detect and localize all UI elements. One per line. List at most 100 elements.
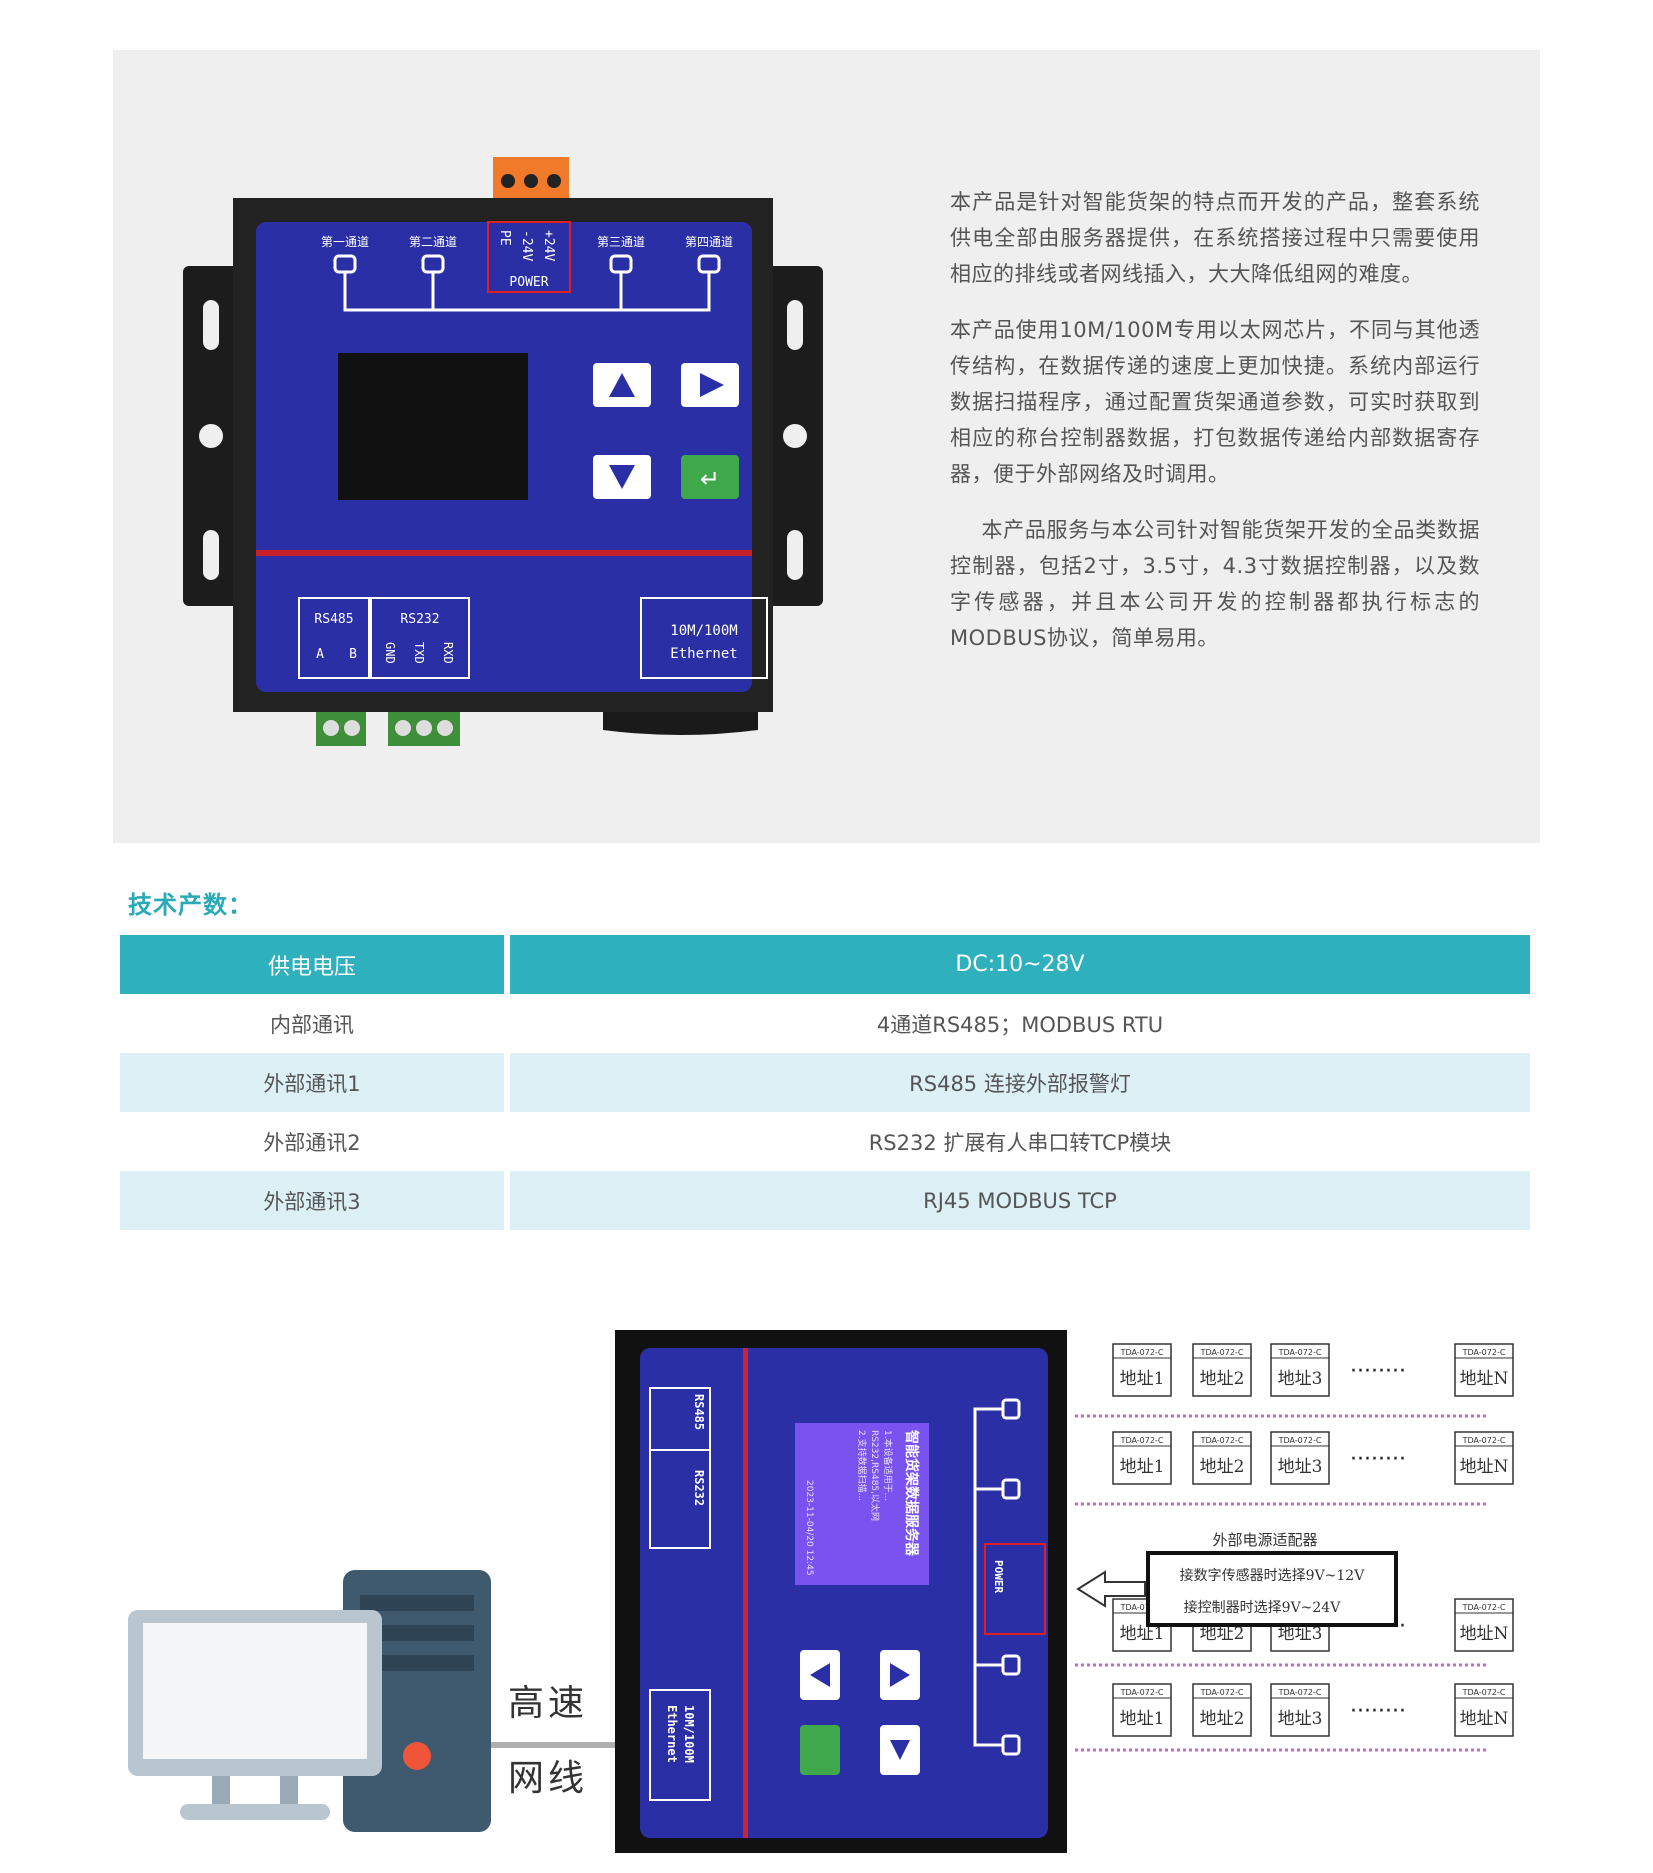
lcd-screen-bottom	[795, 1423, 929, 1585]
power-adapter-line-1: 接数字传感器时选择9V~12V	[1180, 1567, 1366, 1584]
enter-key-bottom[interactable]	[800, 1725, 840, 1775]
node-model: TDA-072-C	[1462, 1436, 1506, 1445]
rs232-vertical: RS232	[692, 1470, 706, 1506]
product-panel: 第一通道 第二通道 第三通道 第四通道 PE -24V +24V POWER ↵	[113, 50, 1540, 843]
power-label-power: POWER	[509, 275, 548, 290]
wiring-diagram: 高速 网线 RS485 RS232 10M/100M Ethernet 智能货架…	[128, 1330, 1514, 1853]
node-model: TDA-072-C	[1120, 1436, 1164, 1445]
node-box: TDA-072-C 地址2	[1192, 1343, 1252, 1397]
node-address: 地址3	[1278, 1624, 1323, 1644]
spec-row-value: 4通道RS485；MODBUS RTU	[876, 1012, 1164, 1037]
spec-header-row: 供电电压 DC:10~28V	[120, 935, 1530, 994]
ethernet-vertical-2: Ethernet	[665, 1705, 679, 1763]
node-chain-1	[1075, 1414, 1488, 1752]
spec-row-value: RS485 连接外部报警灯	[510, 1053, 1530, 1112]
computer-icon	[128, 1570, 491, 1832]
rs232-pin-gnd: GND	[383, 642, 397, 664]
node-model: TDA-072-C	[1200, 1688, 1244, 1697]
node-box: TDA-072-C 地址N	[1454, 1683, 1514, 1737]
node-address: 地址2	[1200, 1624, 1245, 1644]
spec-header-value: DC:10~28V	[510, 935, 1530, 994]
net-label-1: 高速	[508, 1683, 588, 1724]
spec-row-name: 外部通讯1	[120, 1053, 504, 1112]
rs232-title: RS232	[400, 612, 439, 627]
enter-icon: ↵	[700, 465, 720, 493]
power-box	[487, 221, 571, 293]
down-key[interactable]	[593, 455, 651, 499]
rs485-pin-a: A	[316, 647, 324, 662]
channel-label-1: 第一通道	[321, 235, 369, 249]
ethernet-vertical-1: 10M/100M	[682, 1705, 696, 1763]
node-box: TDA-072-C 地址N	[1454, 1343, 1514, 1397]
net-label-2: 网线	[508, 1758, 588, 1799]
lcd-line-2: RS232,RS485,以太网	[869, 1430, 881, 1521]
node-model: TDA-072-C	[1462, 1603, 1506, 1612]
lcd-screen	[338, 353, 528, 500]
node-address: 地址2	[1200, 1369, 1245, 1389]
intro-paragraph-3: 本产品服务与本公司针对智能货架开发的全品类数据控制器，包括2寸，3.5寸，4.3…	[950, 518, 1480, 650]
lcd-date: 2023-11-04/20 12:45	[804, 1480, 814, 1576]
spec-row-name: 外部通讯3	[120, 1171, 504, 1230]
node-model: TDA-072-C	[1200, 1348, 1244, 1357]
node-address: 地址N	[1460, 1369, 1509, 1389]
node-model: TDA-072-C	[1120, 1688, 1164, 1697]
rs485-vertical: RS485	[692, 1394, 706, 1430]
node-model: TDA-072-C	[1200, 1436, 1244, 1445]
lcd-line-1: 1.本设备适用于...	[882, 1430, 894, 1501]
power-label-plus24: +24V	[541, 230, 556, 261]
product-intro: 本产品是针对智能货架的特点而开发的产品，整套系统供电全部由服务器提供，在系统搭接…	[950, 184, 1480, 676]
rs485-title: RS485	[314, 612, 353, 627]
node-box: TDA-072-C 地址1	[1112, 1431, 1172, 1485]
spec-row-name: 外部通讯2	[263, 1130, 361, 1155]
up-key[interactable]	[593, 363, 651, 407]
node-address: 地址2	[1200, 1709, 1245, 1729]
node-address: 地址1	[1120, 1457, 1165, 1477]
device-top-view: RS485 RS232 10M/100M Ethernet 智能货架数据服务器 …	[615, 1330, 1067, 1853]
lcd-line-3: 2.支持数据扫描...	[856, 1430, 868, 1501]
channel-label-2: 第二通道	[409, 235, 457, 249]
node-box: TDA-072-C 地址1	[1112, 1343, 1172, 1397]
ethernet-label-1: 10M/100M	[670, 623, 737, 639]
spec-row: 外部通讯1 RS485 连接外部报警灯	[120, 1053, 1530, 1112]
spec-row: 外部通讯2 RS232 扩展有人串口转TCP模块	[120, 1112, 1530, 1171]
node-address: 地址3	[1278, 1369, 1323, 1389]
red-divider	[256, 550, 752, 556]
power-label-minus24: -24V	[519, 230, 534, 261]
node-grid: TDA-072-C地址1TDA-072-C地址2TDA-072-C地址3TDA-…	[1112, 1343, 1514, 1737]
channel-label-3: 第三通道	[597, 235, 645, 249]
node-box: TDA-072-C 地址N	[1454, 1598, 1514, 1652]
node-address: 地址N	[1460, 1624, 1509, 1644]
ethernet-label-2: Ethernet	[670, 646, 737, 662]
arrow-left-icon	[1076, 1570, 1146, 1608]
device-photo: 第一通道 第二通道 第三通道 第四通道 PE -24V +24V POWER ↵	[183, 157, 823, 746]
node-model: TDA-072-C	[1462, 1688, 1506, 1697]
node-address: 地址N	[1460, 1709, 1509, 1729]
node-model: TDA-072-C	[1278, 1436, 1322, 1445]
node-address: 地址1	[1120, 1369, 1165, 1389]
node-model: TDA-072-C	[1462, 1348, 1506, 1357]
power-label-vertical: POWER	[992, 1560, 1005, 1593]
ellipsis-dots: ········	[1350, 1359, 1406, 1384]
spec-table: 供电电压 DC:10~28V 内部通讯 4通道RS485；MODBUS RTU …	[120, 935, 1530, 1230]
rs232-pin-rxd: RXD	[441, 642, 455, 664]
spec-title: 技术产数：	[128, 891, 253, 919]
node-address: 地址1	[1120, 1624, 1165, 1644]
node-address: 地址N	[1460, 1457, 1509, 1477]
right-key[interactable]	[681, 363, 739, 407]
ellipsis-dots: ········	[1350, 1447, 1406, 1472]
power-label-pe: PE	[497, 230, 512, 246]
rs485-pin-b: B	[349, 647, 357, 662]
spec-row: 外部通讯3 RJ45 MODBUS TCP	[120, 1171, 1530, 1230]
enter-key[interactable]: ↵	[681, 455, 739, 499]
node-address: 地址2	[1200, 1457, 1245, 1477]
ellipsis-dots: ········	[1350, 1699, 1406, 1724]
power-adapter-line-2: 接控制器时选择9V~24V	[1184, 1599, 1342, 1616]
node-box: TDA-072-C 地址N	[1454, 1431, 1514, 1485]
rs232-pin-txd: TXD	[412, 642, 426, 664]
spec-header-name: 供电电压	[120, 935, 504, 994]
node-model: TDA-072-C	[1120, 1348, 1164, 1357]
intro-paragraph-2: 本产品使用10M/100M专用以太网芯片，不同与其他透传结构，在数据传递的速度上…	[950, 318, 1480, 486]
